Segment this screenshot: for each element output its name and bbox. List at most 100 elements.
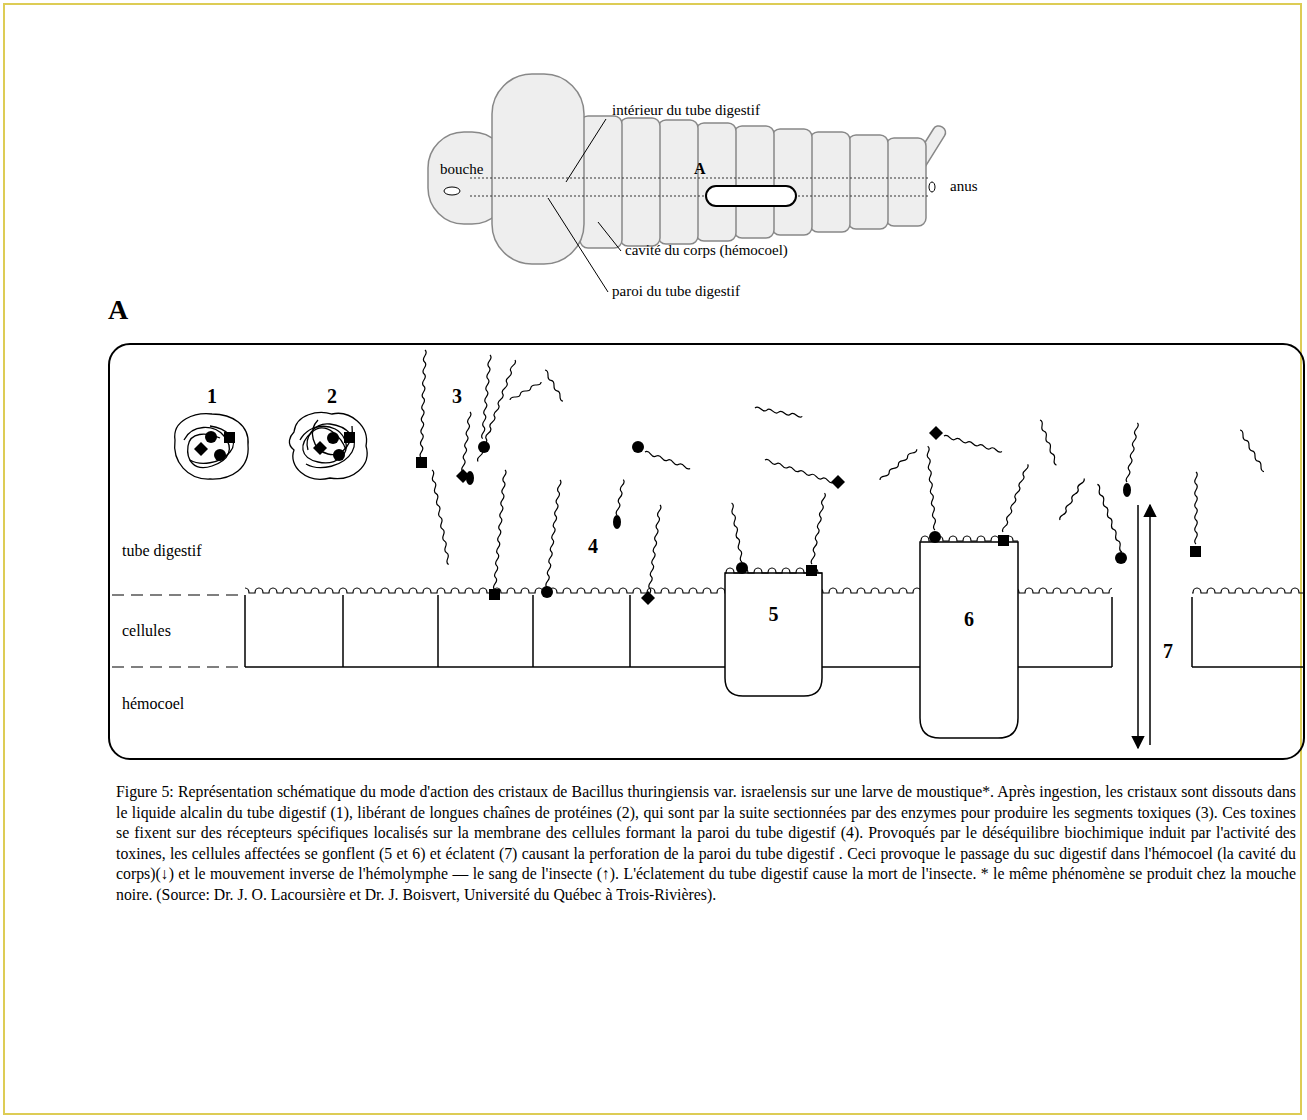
swollen-cell: 6 [918,533,1020,740]
part-label: anus [950,178,978,195]
larva-drawing [620,118,660,246]
toxin-marks [333,449,345,461]
cell-outline [723,565,824,698]
region-label: cellules [122,622,171,640]
gut-wall [112,594,245,595]
callout-number: 5 [723,603,824,626]
toxin-marks [327,432,339,444]
callout-number: 3 [452,385,462,408]
larva-drawing [580,116,622,248]
protein-chains [544,369,565,402]
protein-chains [1096,484,1123,553]
crystal [190,426,233,463]
gut-wall [244,595,246,667]
larva-drawing [810,132,850,232]
larva-drawing [848,135,888,229]
protein-chains [431,470,451,565]
larva-drawing [566,119,606,182]
toxin-marks [194,431,355,461]
leader-label: intérieur du tube digestif [612,102,760,119]
callout-number: 4 [588,535,598,558]
region-label: tube digestif [122,542,202,560]
larva-drawing [444,187,460,195]
crystal [175,413,367,480]
protein-chains [645,451,691,470]
protein-chains [1039,420,1058,466]
protein-chains [545,480,561,588]
figure-caption: Figure 5: Représentation schématique du … [116,782,1296,905]
region-label: hémocoel [122,695,184,713]
toxin-marks [205,431,217,443]
cell-outline [918,533,1020,740]
microvilli [725,565,822,574]
gut-wall [1192,587,1304,596]
gut-section-panel: 1 2 3 tube digestif 4 cellules hémocoel 7 5 6 [108,343,1305,760]
protein-chains [616,479,625,515]
toxin-marks [466,471,474,485]
swollen-cell: 5 [723,565,824,698]
protein-chains [1059,478,1086,521]
protein-chains [755,407,803,418]
gut-wall [822,587,920,596]
protein-chains [730,503,743,563]
protein-chains [493,470,506,590]
protein-chains [1002,464,1029,533]
protein-chains [420,350,427,458]
callout-number: 7 [1163,640,1173,663]
leader-label: cavité du corps (hémocoel) [625,242,788,259]
larva-drawing [470,196,930,197]
panel-letter: A [108,294,128,326]
crystal [289,413,367,480]
cell-outline [920,542,1018,738]
protein-chains [420,350,1265,601]
gut-wall [437,595,439,667]
gut-wall [1192,666,1304,668]
larva-drawing [658,120,698,244]
toxin-marks [416,457,427,468]
cell-outline [725,573,822,696]
gut-wall [629,595,631,667]
gut-wall [245,666,725,668]
larva-drawing [696,123,736,241]
toxin-marks [1190,546,1201,557]
toxin-marks [416,426,1201,605]
larva-drawing [772,129,812,235]
part-label: bouche [440,161,483,178]
callout-number: 2 [327,385,337,408]
toxin-marks [613,515,621,529]
protein-chains [811,493,826,564]
larva-drawing [706,186,796,206]
toxin-marks [641,591,655,605]
microvilli [920,533,1018,542]
toxin-marks [831,475,845,489]
larva-drawing [734,126,774,238]
protein-chains [461,412,471,472]
protein-chains [1126,423,1139,483]
toxin-marks [632,441,644,453]
toxin-marks [194,442,208,456]
protein-chains [926,446,936,530]
toxin-marks [489,589,500,600]
larva-drawing [548,198,608,292]
toxin-marks [478,441,490,453]
protein-chains [509,381,542,402]
larva-drawing [492,74,584,264]
callout-number: 1 [207,385,217,408]
gut-wall [1111,597,1113,667]
section-marker: A [694,160,706,178]
protein-chains [765,459,834,484]
gut-wall [1149,505,1151,745]
toxin-marks [313,441,327,455]
gut-wall [112,666,245,667]
toxin-marks [929,426,943,440]
gut-wall [342,595,344,667]
gut-wall [1018,587,1112,596]
callout-number: 6 [918,608,1020,631]
toxin-marks [541,586,553,598]
larva-drawing [470,178,930,179]
gut-wall [1191,597,1193,667]
gut-wall [822,666,920,668]
toxin-marks [1115,552,1127,564]
